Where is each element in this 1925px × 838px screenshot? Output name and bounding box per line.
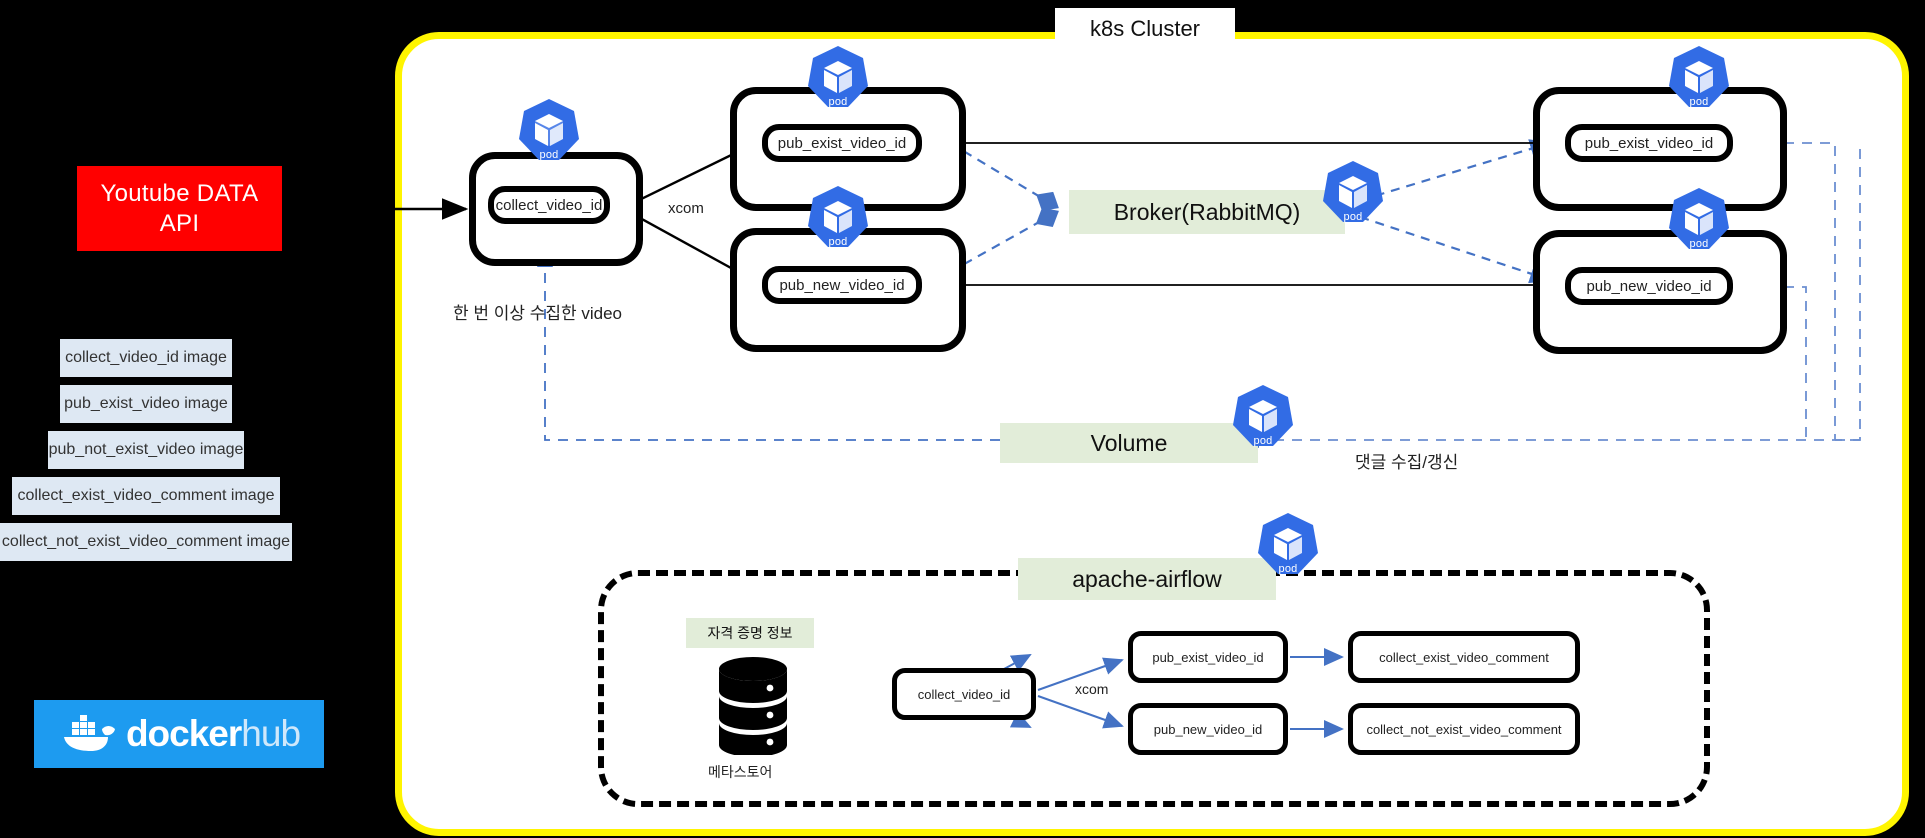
pod-icon: pod <box>1668 187 1730 253</box>
af-task-collect-exist-video-comment[interactable]: collect_exist_video_comment <box>1348 631 1580 683</box>
edge-right-exist-to-volume-bus <box>1766 142 1836 440</box>
youtube-data-api-line2: API <box>159 209 200 237</box>
pod-badge-label: pod <box>828 96 848 108</box>
edge-label-collected-video: 한 번 이상 수집한 video <box>453 304 623 323</box>
pod-badge-label: pod <box>1689 238 1709 250</box>
task-collect-video-id[interactable]: collect_video_id <box>488 186 610 224</box>
af-task-label: pub_exist_video_id <box>1152 649 1264 665</box>
image-chip-pub-not-exist-video: pub_not_exist_video image <box>48 431 244 469</box>
pod-icon: pod <box>1257 512 1319 578</box>
af-task-collect-not-exist-video-comment[interactable]: collect_not_exist_video_comment <box>1348 703 1580 755</box>
image-chip-label: collect_video_id image <box>65 349 227 366</box>
image-chip-label: pub_exist_video image <box>64 395 228 412</box>
edge-volume-to-collect <box>536 249 1000 441</box>
edge-broker-to-pub-new-right <box>1344 210 1553 284</box>
edge-label-xcom-cluster: xcom <box>668 200 704 217</box>
af-task-label: collect_not_exist_video_comment <box>1366 721 1562 737</box>
edge-pub-new-to-broker <box>949 207 1059 273</box>
task-label: pub_new_video_id <box>779 276 905 294</box>
af-task-label: collect_video_id <box>917 686 1011 702</box>
metastore-caption: 메타스토어 <box>708 764 773 780</box>
af-task-pub-exist-video-id[interactable]: pub_exist_video_id <box>1128 631 1288 683</box>
image-chip-label: collect_exist_video_comment image <box>17 487 275 504</box>
edge-volume-bus-outer <box>1835 143 1861 441</box>
broker-rabbitmq-box[interactable]: Broker(RabbitMQ) <box>1069 190 1345 234</box>
pod-icon: pod <box>518 98 580 164</box>
image-chip-label: pub_not_exist_video image <box>48 441 244 458</box>
apache-airflow-box[interactable]: apache-airflow <box>1018 558 1276 600</box>
task-label: pub_new_video_id <box>1586 277 1712 295</box>
youtube-data-api-box: Youtube DATA API <box>77 166 282 251</box>
youtube-data-api-line1: Youtube DATA <box>100 179 259 207</box>
volume-label: Volume <box>1090 429 1168 456</box>
pod-icon: pod <box>1668 45 1730 111</box>
docker-hub-wordmark: dockerhub <box>125 713 301 755</box>
edge-right-new-to-volume-bus <box>1766 286 1807 440</box>
task-pub-new-video-id-right[interactable]: pub_new_video_id <box>1565 267 1733 305</box>
image-chip-collect-video-id: collect_video_id image <box>60 339 232 377</box>
credentials-label: 자격 증명 정보 <box>707 625 793 641</box>
edge-af-collect-pub-new <box>1037 695 1124 729</box>
task-pub-exist-video-id-right[interactable]: pub_exist_video_id <box>1565 124 1733 162</box>
pod-badge-label: pod <box>1278 563 1298 575</box>
task-label: pub_exist_video_id <box>777 134 907 152</box>
edge-pub-exist-to-broker <box>949 142 1059 211</box>
broker-label: Broker(RabbitMQ) <box>1113 198 1301 225</box>
edge-label-comment-collect: 댓글 수집/갱신 <box>1355 453 1459 472</box>
task-pub-exist-video-id-left[interactable]: pub_exist_video_id <box>762 124 922 162</box>
af-task-label: pub_new_video_id <box>1153 721 1263 737</box>
image-chip-pub-exist-video: pub_exist_video image <box>60 385 232 423</box>
docker-whale-icon <box>58 709 120 760</box>
pod-icon: pod <box>807 185 869 251</box>
pod-badge-label: pod <box>1689 96 1709 108</box>
docker-hub-logo: dockerhub <box>34 700 324 768</box>
task-pub-new-video-id-left[interactable]: pub_new_video_id <box>762 266 922 304</box>
edge-label-xcom-airflow: xcom <box>1075 681 1109 697</box>
hub-word: hub <box>241 713 301 754</box>
af-task-label: collect_exist_video_comment <box>1379 649 1549 665</box>
task-label: pub_exist_video_id <box>1584 134 1714 152</box>
pod-badge-label: pod <box>539 149 559 161</box>
pod-icon: pod <box>1322 160 1384 226</box>
pod-icon: pod <box>1232 384 1294 450</box>
apache-airflow-label: apache-airflow <box>1072 565 1222 592</box>
edge-af-collect-pub-exist <box>1037 657 1124 691</box>
image-chip-collect-not-exist-video-comment: collect_not_exist_video_comment image <box>0 523 292 561</box>
credentials-chip: 자격 증명 정보 <box>686 618 814 648</box>
pod-badge-label: pod <box>828 236 848 248</box>
pod-badge-label: pod <box>1343 211 1363 223</box>
docker-word: docker <box>125 713 242 754</box>
task-label: collect_video_id <box>495 196 603 214</box>
database-icon <box>712 655 794 760</box>
image-chip-label: collect_not_exist_video_comment image <box>1 533 291 550</box>
k8s-cluster-title: k8s Cluster <box>1055 8 1235 50</box>
pod-icon: pod <box>807 45 869 111</box>
volume-box[interactable]: Volume <box>1000 423 1258 463</box>
image-chip-collect-exist-video-comment: collect_exist_video_comment image <box>12 477 280 515</box>
